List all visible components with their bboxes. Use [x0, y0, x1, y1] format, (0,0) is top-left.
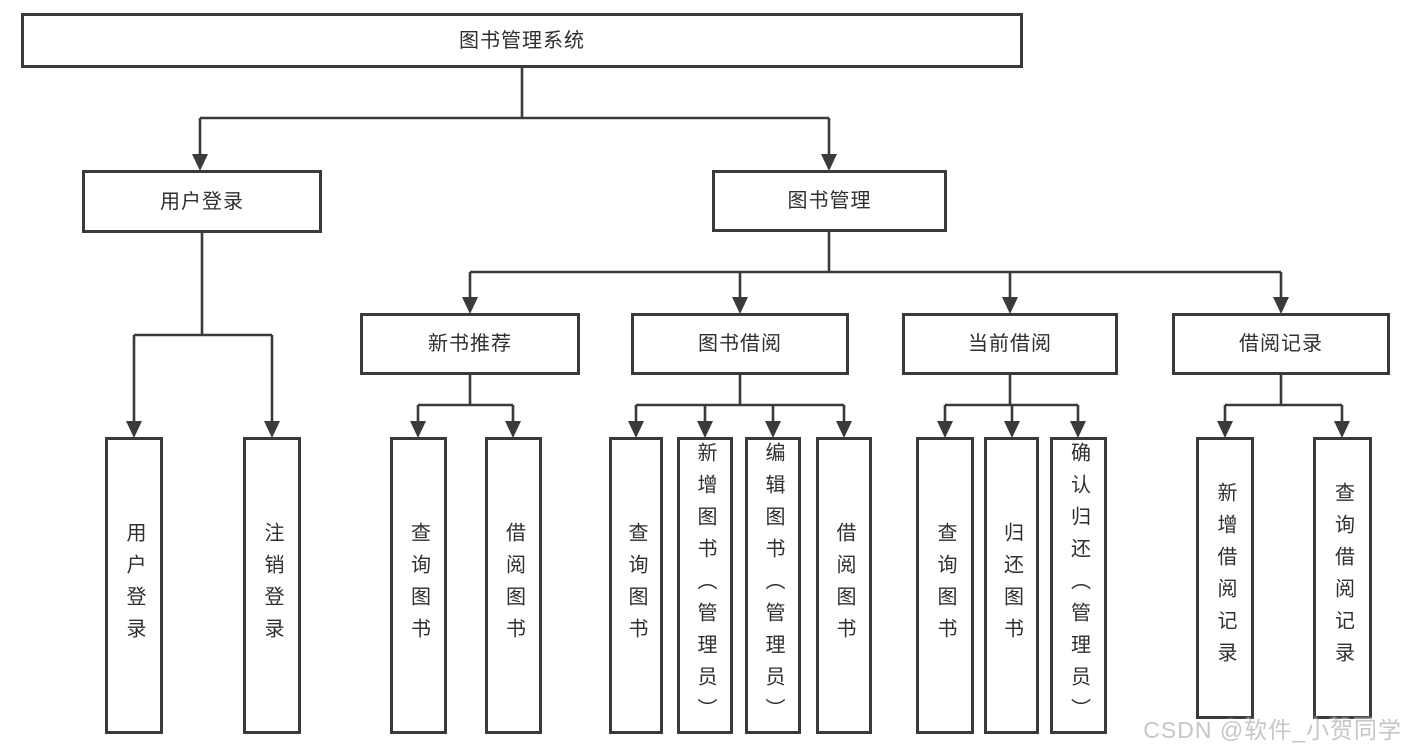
leaf-bb-add-books-admin: 新增图书（管理员） — [677, 437, 733, 734]
leaf-cb-confirm-return-admin: 确认归还（管理员） — [1050, 437, 1107, 734]
node-new-book-rec-label: 新书推荐 — [428, 333, 512, 355]
leaf-cb-query-books: 查询图书 — [916, 437, 974, 734]
leaf-logout: 注销登录 — [243, 437, 301, 734]
connector-new-book-rec-subtree — [410, 375, 521, 438]
node-borrow-records-label: 借阅记录 — [1239, 333, 1323, 355]
leaf-cb-return-books: 归还图书 — [984, 437, 1039, 734]
leaf-bb-query-books-label: 查询图书 — [625, 521, 647, 650]
leaf-cb-query-books-label: 查询图书 — [934, 521, 956, 650]
leaf-br-add-record: 新增借阅记录 — [1196, 437, 1254, 719]
node-root-system: 图书管理系统 — [21, 13, 1023, 68]
node-current-borrow-label: 当前借阅 — [968, 333, 1052, 355]
node-book-mgmt: 图书管理 — [712, 170, 947, 232]
node-root-system-label: 图书管理系统 — [459, 29, 585, 52]
leaf-cb-confirm-return-admin-label: 确认归还（管理员） — [1067, 441, 1090, 730]
leaf-nbr-query-books-label: 查询图书 — [407, 521, 430, 650]
connector-current-borrow-subtree — [937, 375, 1086, 438]
leaf-user-login: 用户登录 — [105, 437, 163, 734]
node-current-borrow: 当前借阅 — [902, 313, 1118, 375]
node-borrow-records: 借阅记录 — [1172, 313, 1390, 375]
node-book-borrow-label: 图书借阅 — [698, 333, 782, 355]
leaf-br-query-record: 查询借阅记录 — [1313, 437, 1372, 719]
connector-book-mgmt-to-level3 — [462, 232, 1289, 314]
node-book-mgmt-label: 图书管理 — [787, 190, 872, 212]
connector-user-login-subtree — [126, 233, 280, 438]
leaf-bb-edit-books-admin: 编辑图书（管理员） — [745, 437, 801, 734]
leaf-bb-query-books: 查询图书 — [609, 437, 663, 734]
leaf-nbr-borrow-books-label: 借阅图书 — [502, 521, 525, 650]
node-new-book-rec: 新书推荐 — [360, 313, 580, 375]
leaf-cb-return-books-label: 归还图书 — [1000, 521, 1023, 650]
connector-borrow-records-subtree — [1217, 375, 1350, 438]
csdn-watermark: CSDN @软件_小贺同学 — [1143, 717, 1402, 743]
node-user-login: 用户登录 — [82, 170, 322, 233]
connector-root-to-level2 — [192, 68, 837, 171]
connector-book-borrow-subtree — [628, 375, 852, 438]
leaf-nbr-borrow-books: 借阅图书 — [485, 437, 542, 734]
leaf-br-add-record-label: 新增借阅记录 — [1214, 482, 1236, 674]
node-user-login-label: 用户登录 — [160, 190, 244, 213]
leaf-user-login-label: 用户登录 — [123, 521, 145, 650]
leaf-nbr-query-books: 查询图书 — [390, 437, 447, 734]
leaf-logout-label: 注销登录 — [261, 521, 283, 650]
leaf-bb-borrow-books: 借阅图书 — [816, 437, 872, 734]
leaf-bb-add-books-admin-label: 新增图书（管理员） — [694, 441, 716, 730]
node-book-borrow: 图书借阅 — [631, 313, 849, 375]
leaf-bb-borrow-books-label: 借阅图书 — [833, 521, 855, 650]
leaf-br-query-record-label: 查询借阅记录 — [1331, 482, 1354, 674]
leaf-bb-edit-books-admin-label: 编辑图书（管理员） — [762, 441, 784, 730]
